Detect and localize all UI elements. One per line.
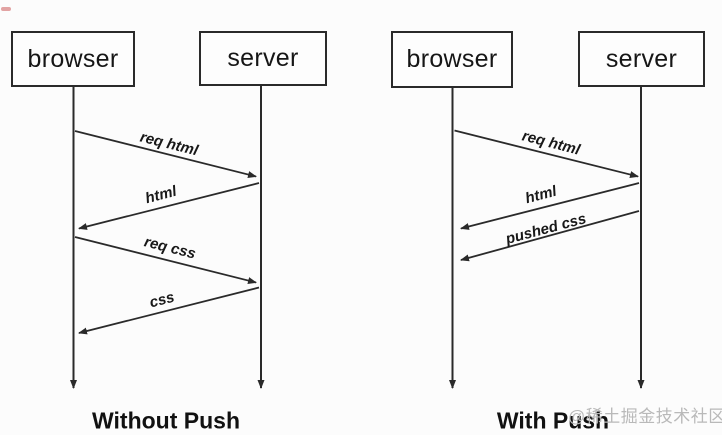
with-push-arrow-req-html: [454, 129, 639, 178]
with-push-arrow-pushed-css: [460, 210, 640, 262]
without-push-arrow-html: [78, 182, 260, 230]
without-push-arrow-req-html: [74, 130, 257, 178]
watermark: @稀土掘金技术社区: [568, 407, 722, 426]
with-push-arrow-html: [460, 182, 640, 230]
without-push-arrow-css: [78, 286, 260, 335]
actor-label-server: server: [227, 44, 299, 72]
without-push-browser-box: browser: [11, 31, 135, 87]
actor-label-browser: browser: [27, 44, 119, 73]
with-push-browser-box: browser: [391, 31, 513, 88]
with-push-caption: With Push: [496, 407, 610, 434]
actor-label-server: server: [605, 44, 678, 73]
without-push-server-box: server: [199, 31, 327, 86]
without-push-arrow-req-css: [74, 236, 257, 284]
with-push-server-box: server: [578, 31, 705, 87]
actor-label-browser: browser: [406, 45, 498, 73]
corner-artifact-mark: [1, 7, 11, 11]
without-push-caption: Without Push: [92, 407, 240, 434]
